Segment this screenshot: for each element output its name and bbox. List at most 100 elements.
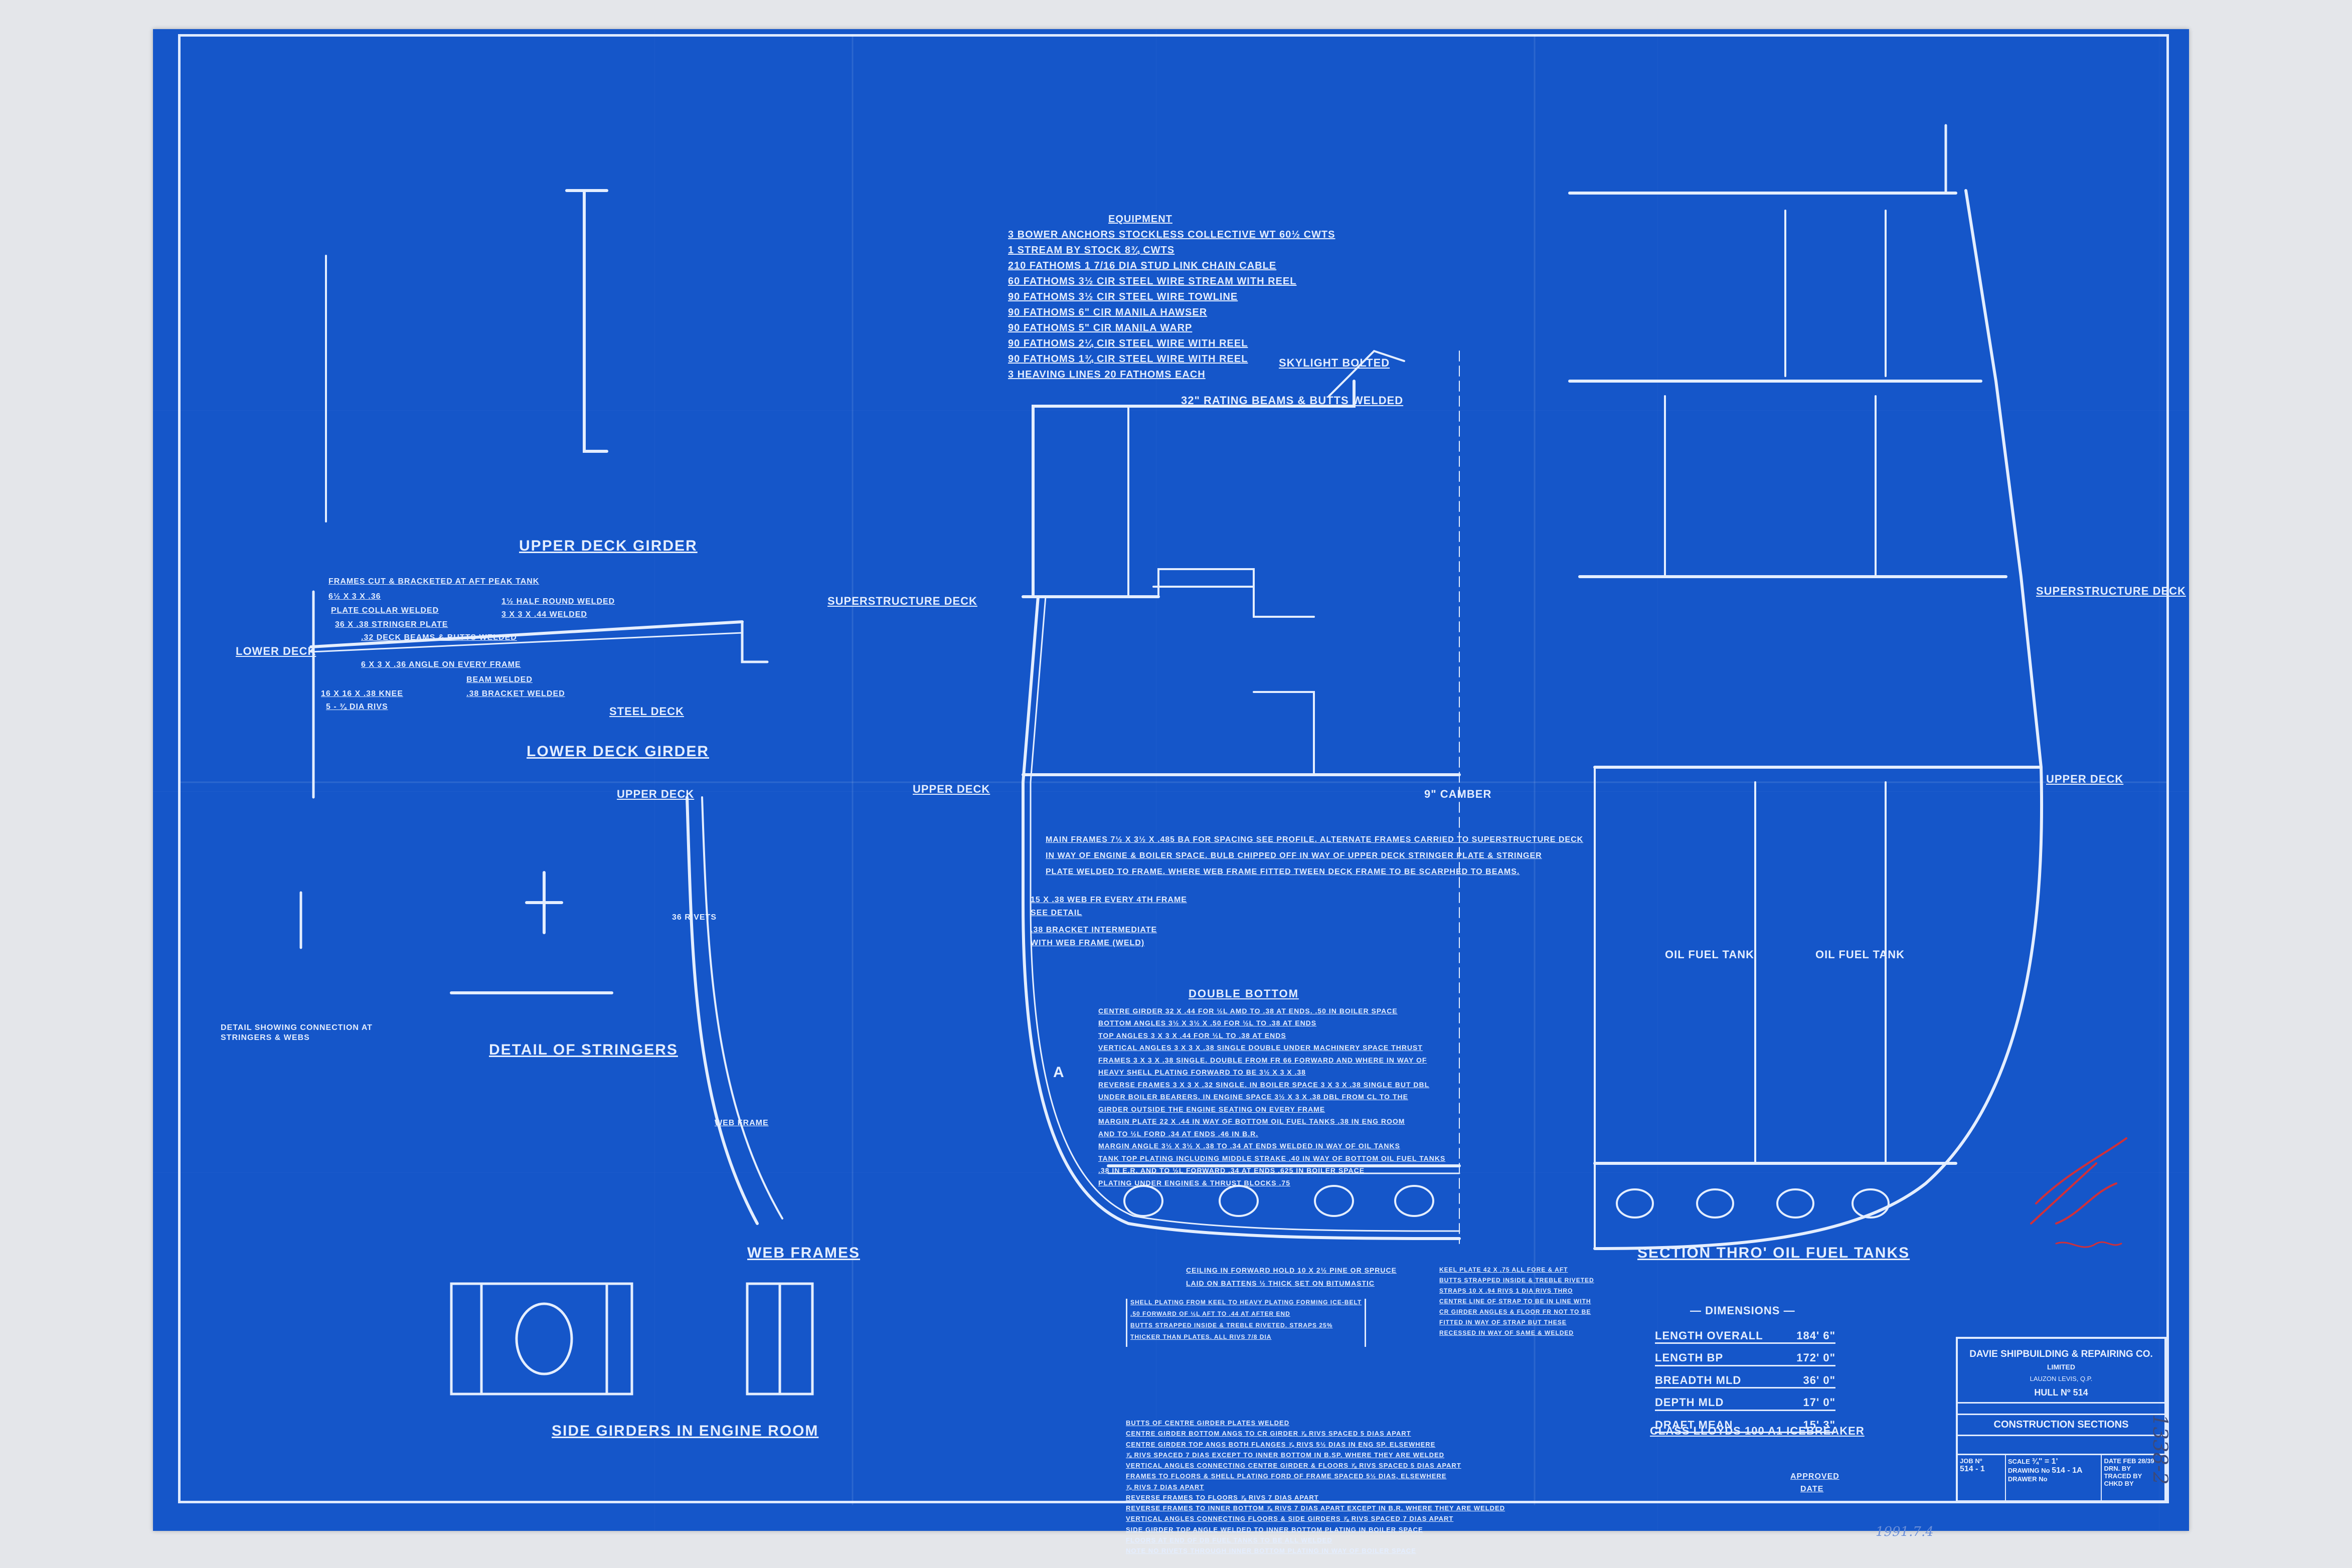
scale-label: SCALE: [2007, 1458, 2030, 1465]
note-line: VERTICAL ANGLES CONNECTING CENTRE GIRDER…: [1126, 1462, 1461, 1469]
dimension-row: BREADTH MLD 36' 0": [1655, 1373, 1835, 1388]
note: 5 - ¾ DIA RIVS: [326, 703, 388, 711]
dimension-row: DRAFT MEAN 15' 3": [1655, 1418, 1835, 1433]
note-line: STRAPS 10 x .94 RIVS 1 DIA RIVS THRO: [1439, 1287, 1573, 1294]
hull-shell-right: [1593, 189, 2044, 1250]
oil-fuel-tank-label-2: OIL FUEL TANK: [1815, 948, 1905, 961]
dimensions-title: — DIMENSIONS —: [1690, 1304, 1795, 1317]
note-line: RECESSED IN WAY OF SAME & WELDED: [1439, 1329, 1574, 1336]
shell-plating-note: SHELL PLATING FROM KEEL TO HEAVY PLATING…: [1126, 1299, 1367, 1347]
dimension-row: LENGTH OVERALL 184' 6": [1655, 1329, 1835, 1344]
note-line: Cr GIRDER ANGLES & FLOOR Fr NOT TO BE: [1439, 1308, 1591, 1315]
note-line: BUTTS STRAPPED INSIDE & TREBLE RIVETED: [1439, 1277, 1594, 1284]
checked-by-label: CHKD BY: [2104, 1480, 2134, 1487]
lower-deck-label: LOWER DECK: [236, 645, 316, 657]
note-line: .38 BRACKET INTERMEDIATE: [1031, 926, 1157, 934]
drawer-no-label: DRAWER No: [2007, 1475, 2048, 1483]
drawn-by-label: DRN. BY: [2104, 1465, 2131, 1472]
oil-fuel-section-title: SECTION THRO' OIL FUEL TANKS: [1637, 1245, 1910, 1261]
steel-deck-label: STEEL DECK: [609, 705, 684, 718]
dimension-label: BREADTH MLD: [1655, 1373, 1742, 1386]
superstructure-deck-label: SUPERSTRUCTURE DECK: [827, 595, 977, 607]
note-line: CENTRE LINE OF STRAP TO BE IN LINE WITH: [1439, 1298, 1591, 1305]
equipment-item: 3 BOWER ANCHORS STOCKLESS COLLECTIVE Wt …: [1008, 229, 1335, 240]
date-label-tb: DATE: [2104, 1457, 2121, 1465]
side-girder-details: [450, 1282, 814, 1396]
dimension-label: DRAFT MEAN: [1655, 1418, 1733, 1431]
dimension-label: LENGTH OVERALL: [1655, 1329, 1763, 1342]
equipment-item: 90 FATHOMS 3½ CIR STEEL WIRE TOWLINE: [1008, 291, 1238, 302]
equipment-title: EQUIPMENT: [1108, 214, 1172, 225]
dimension-value: 172' 0": [1796, 1351, 1835, 1364]
company-name: DAVIE SHIPBUILDING & REPAIRING CO.: [1969, 1349, 2153, 1359]
note-line: BUTTS OF CENTRE GIRDER PLATES WELDED: [1126, 1419, 1290, 1427]
equipment-item: 90 FATHOMS 1¾ CIR STEEL WIRE WITH REEL: [1008, 354, 1248, 365]
traced-by-label: TRACED BY: [2104, 1472, 2142, 1480]
dimensions-table: — DIMENSIONS — LENGTH OVERALL 184' 6" LE…: [1655, 1304, 1835, 1440]
note-line: FRAMES 3 x 3 x .38 SINGLE. DOUBLE FROM F…: [1098, 1056, 1427, 1064]
note-line: REVERSE FRAMES 3 x 3 x .32 SINGLE. IN BO…: [1098, 1080, 1430, 1089]
note: 16 x 16 x .38 KNEE: [321, 689, 403, 698]
note: 3 x 3 x .44 WELDED: [501, 610, 587, 619]
dimension-value: 17' 0": [1803, 1396, 1835, 1409]
detail-stringers-title: DETAIL OF STRINGERS: [489, 1041, 678, 1058]
dimension-value: 36' 0": [1803, 1373, 1835, 1386]
double-bottom-title: DOUBLE BOTTOM: [1189, 987, 1299, 1000]
drawing-no-label: DRAWING No: [2007, 1467, 2050, 1474]
section-a-marker: A: [1053, 1064, 1065, 1081]
note-line: FRAMES TO FLOORS & SHELL PLATING FORD OF…: [1126, 1472, 1447, 1480]
hull-shell: [1022, 595, 1461, 1240]
note-line: FITTED IN WAY OF STRAP BUT THESE: [1439, 1319, 1567, 1326]
keel-plate-note: KEEL PLATE 42 x .75 ALL FORE & AFT BUTTS…: [1439, 1266, 1594, 1343]
note-line: VERTICAL ANGLES 3 x 3 x .38 SINGLE DOUBL…: [1098, 1043, 1423, 1052]
note-line: MARGIN PLATE 22 x .44 IN WAY OF BOTTOM O…: [1098, 1117, 1405, 1125]
dimension-value: 184' 6": [1796, 1329, 1835, 1342]
inspector-signature: [2030, 1137, 2127, 1248]
date-label: DATE: [1800, 1485, 1824, 1493]
note-line: SIDE GIRDER TOP ANGLE WELDED TO INNER BO…: [1126, 1525, 1423, 1533]
pencil-date: 1991.7.4: [1876, 1524, 1934, 1539]
note: 6½ x 3 x .36: [328, 592, 381, 601]
note-line: CENTRE GIRDER BOTTOM ANGs TO Cr GIRDER ⅞…: [1126, 1430, 1411, 1438]
web-frame-label: WEB FRAME: [715, 1119, 769, 1127]
equipment-list: EQUIPMENT 3 BOWER ANCHORS STOCKLESS COLL…: [1008, 213, 1335, 384]
dimension-rows: LENGTH OVERALL 184' 6" LENGTH BP 172' 0"…: [1655, 1329, 1835, 1433]
job-no-label: JOB Nº: [1960, 1457, 1982, 1465]
blueprint-sheet: [153, 29, 2189, 1531]
camber-label: 9" CAMBER: [1424, 788, 1492, 800]
web-frames-title: WEB FRAMES: [747, 1245, 860, 1261]
note-line: ⅞ RIVS SPACED 7 DIAS EXCEPT TO INNER BOT…: [1126, 1451, 1445, 1459]
main-frames-note: MAIN FRAMES 7½ x 3½ x .485 BA FOR SPACIN…: [1046, 835, 1583, 883]
note-line: 15 x .38 WEB Fr EVERY 4th FRAME: [1031, 896, 1187, 904]
note: BEAM WELDED: [466, 675, 533, 684]
note-line: GIRDER OUTSIDE THE ENGINE SEATING ON EVE…: [1098, 1105, 1325, 1113]
note-line: CENTRE GIRDER 32 x .44 FOR ½L AMD TO .38…: [1098, 1006, 1398, 1015]
note: FRAMES CUT & BRACKETED AT AFT PEAK TANK: [328, 577, 540, 586]
rating-label: 32" RATING BEAMS & BUTTS WELDED: [1181, 394, 1404, 407]
note-line: LAID ON BATTENS ½ THICK SET ON BITUMASTI…: [1186, 1279, 1375, 1287]
note-line: ⅞ RIVS 7 DIAS APART: [1126, 1483, 1205, 1491]
date-value: FEB 28/39: [2123, 1457, 2154, 1465]
equipment-item: 3 HEAVING LINES 20 FATHOMS EACH: [1008, 369, 1206, 380]
upper-deck-girder-label: UPPER DECK: [617, 788, 695, 800]
ceiling-note: CEILING IN FORWARD HOLD 10 x 2½ PINE OR …: [1186, 1266, 1397, 1294]
equipment-item: 60 FATHOMS 3½ CIR STEEL WIRE STREAM WITH…: [1008, 276, 1297, 287]
dimension-row: LENGTH BP 172' 0": [1655, 1351, 1835, 1366]
note-line: SHELL PLATING FROM KEEL TO HEAVY PLATING…: [1130, 1299, 1362, 1306]
note-line: UNDER BOILER BEARERS. IN ENGINE SPACE 3½…: [1098, 1093, 1408, 1101]
riveting-note: BUTTS OF CENTRE GIRDER PLATES WELDED CEN…: [1126, 1419, 1505, 1561]
note-line: KEEL PLATE 42 x .75 ALL FORE & AFT: [1439, 1266, 1568, 1273]
note-line: CENTRE GIRDER TOP ANGs BOTH FLANGES ⅞ RI…: [1126, 1440, 1436, 1448]
upper-deck-label: UPPER DECK: [913, 783, 990, 795]
equipment-item: 210 FATHOMS 1 7/16 DIA STUD LINK CHAIN C…: [1008, 260, 1277, 271]
note: 6 x 3 x .36 ANGLE ON EVERY FRAME: [361, 660, 521, 669]
rivets-label: 36 RIVETS: [672, 913, 717, 922]
drawing-no: 514 - 1A: [2052, 1466, 2083, 1475]
note: 1½ HALF ROUND WELDED: [501, 597, 615, 606]
company-limited: LIMITED: [2047, 1363, 2075, 1371]
note-line: THICKER THAN PLATES. ALL RIVS 7/8 DIA: [1130, 1333, 1272, 1340]
note-line: MARGIN ANGLE 3½ x 3½ x .38 TO .34 AT END…: [1098, 1142, 1400, 1150]
scale-value: ¾" = 1': [2032, 1457, 2058, 1466]
note-line: .38 IN E.R. AND TO ½L FORWARD .34 AT END…: [1098, 1166, 1365, 1174]
connection-detail-title: DETAIL SHOWING CONNECTION AT STRINGERS &…: [221, 1023, 373, 1042]
